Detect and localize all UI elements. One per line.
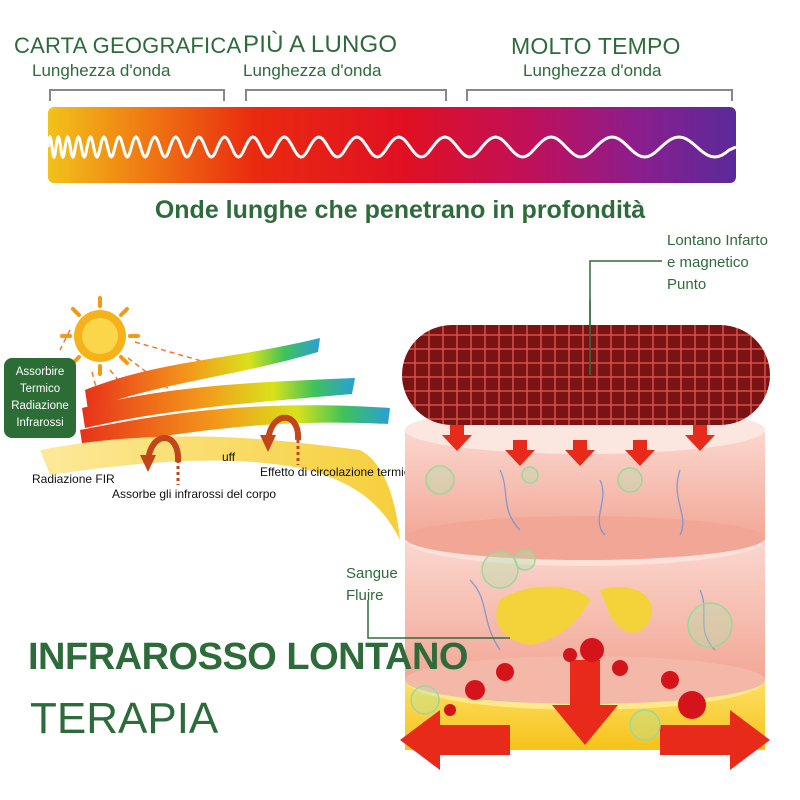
tissue-diagram <box>400 300 770 770</box>
callout-sangue-line: Fluire <box>346 587 384 604</box>
blood-vessels <box>469 469 716 651</box>
heat-arrows <box>442 425 715 466</box>
callout-infarto-line: e magnetico <box>667 254 749 271</box>
callout-infarto: Lontano Infarto e magnetico Punto <box>667 230 768 296</box>
label-body-absorption: Assorbe gli infrarossi del corpo <box>112 487 277 501</box>
absorb-box-line: Assorbire <box>15 366 65 378</box>
therapy-title: INFRAROSSO LONTANO <box>28 636 468 678</box>
wavelength-2-bracket <box>245 89 447 101</box>
sun-icon <box>60 296 140 376</box>
absorb-box-line: Termico <box>19 383 61 395</box>
wavelength-1-bracket <box>49 89 225 101</box>
right-flow-arrow <box>660 710 770 770</box>
therapy-subtitle: TERAPIA <box>30 694 219 743</box>
callout-infarto-line: Punto <box>667 276 707 293</box>
wavelength-2-title: PIÙ A LUNGO <box>243 31 398 58</box>
down-flow-arrow <box>552 660 618 745</box>
fir-arrow-icon <box>145 435 182 463</box>
label-thermal-circulation: Effetto di circolazione termica <box>260 465 417 479</box>
skin-layer-2 <box>82 378 355 428</box>
label-uff: uff <box>222 450 236 464</box>
absorption-diagram <box>40 296 400 540</box>
wavelength-spectrum-band <box>48 107 736 183</box>
sangue-callout-line <box>367 600 510 639</box>
callout-sangue-line: Sangue <box>346 565 398 582</box>
callout-infarto-line: Lontano Infarto <box>667 232 768 249</box>
label-fir-radiation: Radiazione FIR <box>32 472 115 486</box>
skin-layer-1 <box>85 338 320 410</box>
wavelength-2-subtitle: Lunghezza d'onda <box>243 61 382 80</box>
wave-line <box>48 134 736 160</box>
sun-rays <box>59 329 206 403</box>
red-blood-cells <box>444 638 706 719</box>
wavelength-1-title: CARTA GEOGRAFICA <box>14 33 242 58</box>
wavelength-3-title: MOLTO TEMPO <box>511 33 681 59</box>
infarto-callout-line <box>589 260 662 375</box>
skin-layer-3 <box>80 405 390 450</box>
callout-sangue: Sangue Fluire <box>346 563 398 607</box>
fat-cell-1 <box>496 586 590 645</box>
body-layer <box>40 436 400 540</box>
spectrum-caption: Onde lunghe che penetrano in profondità <box>154 196 646 224</box>
wavelength-1-subtitle: Lunghezza d'onda <box>32 61 171 80</box>
circulation-arrow-icon <box>265 414 302 443</box>
wavelength-3-subtitle: Lunghezza d'onda <box>523 61 662 80</box>
absorb-box-line: Radiazione <box>11 400 69 412</box>
left-flow-arrow <box>400 710 510 770</box>
fat-cell-2 <box>600 586 652 633</box>
magnetic-pad <box>402 325 770 425</box>
absorb-infrared-box: Assorbire Termico Radiazione Infrarossi <box>4 358 76 438</box>
absorb-box-line: Infrarossi <box>16 417 64 429</box>
wavelength-3-bracket <box>466 89 733 101</box>
oxygen-bubbles <box>410 465 733 741</box>
